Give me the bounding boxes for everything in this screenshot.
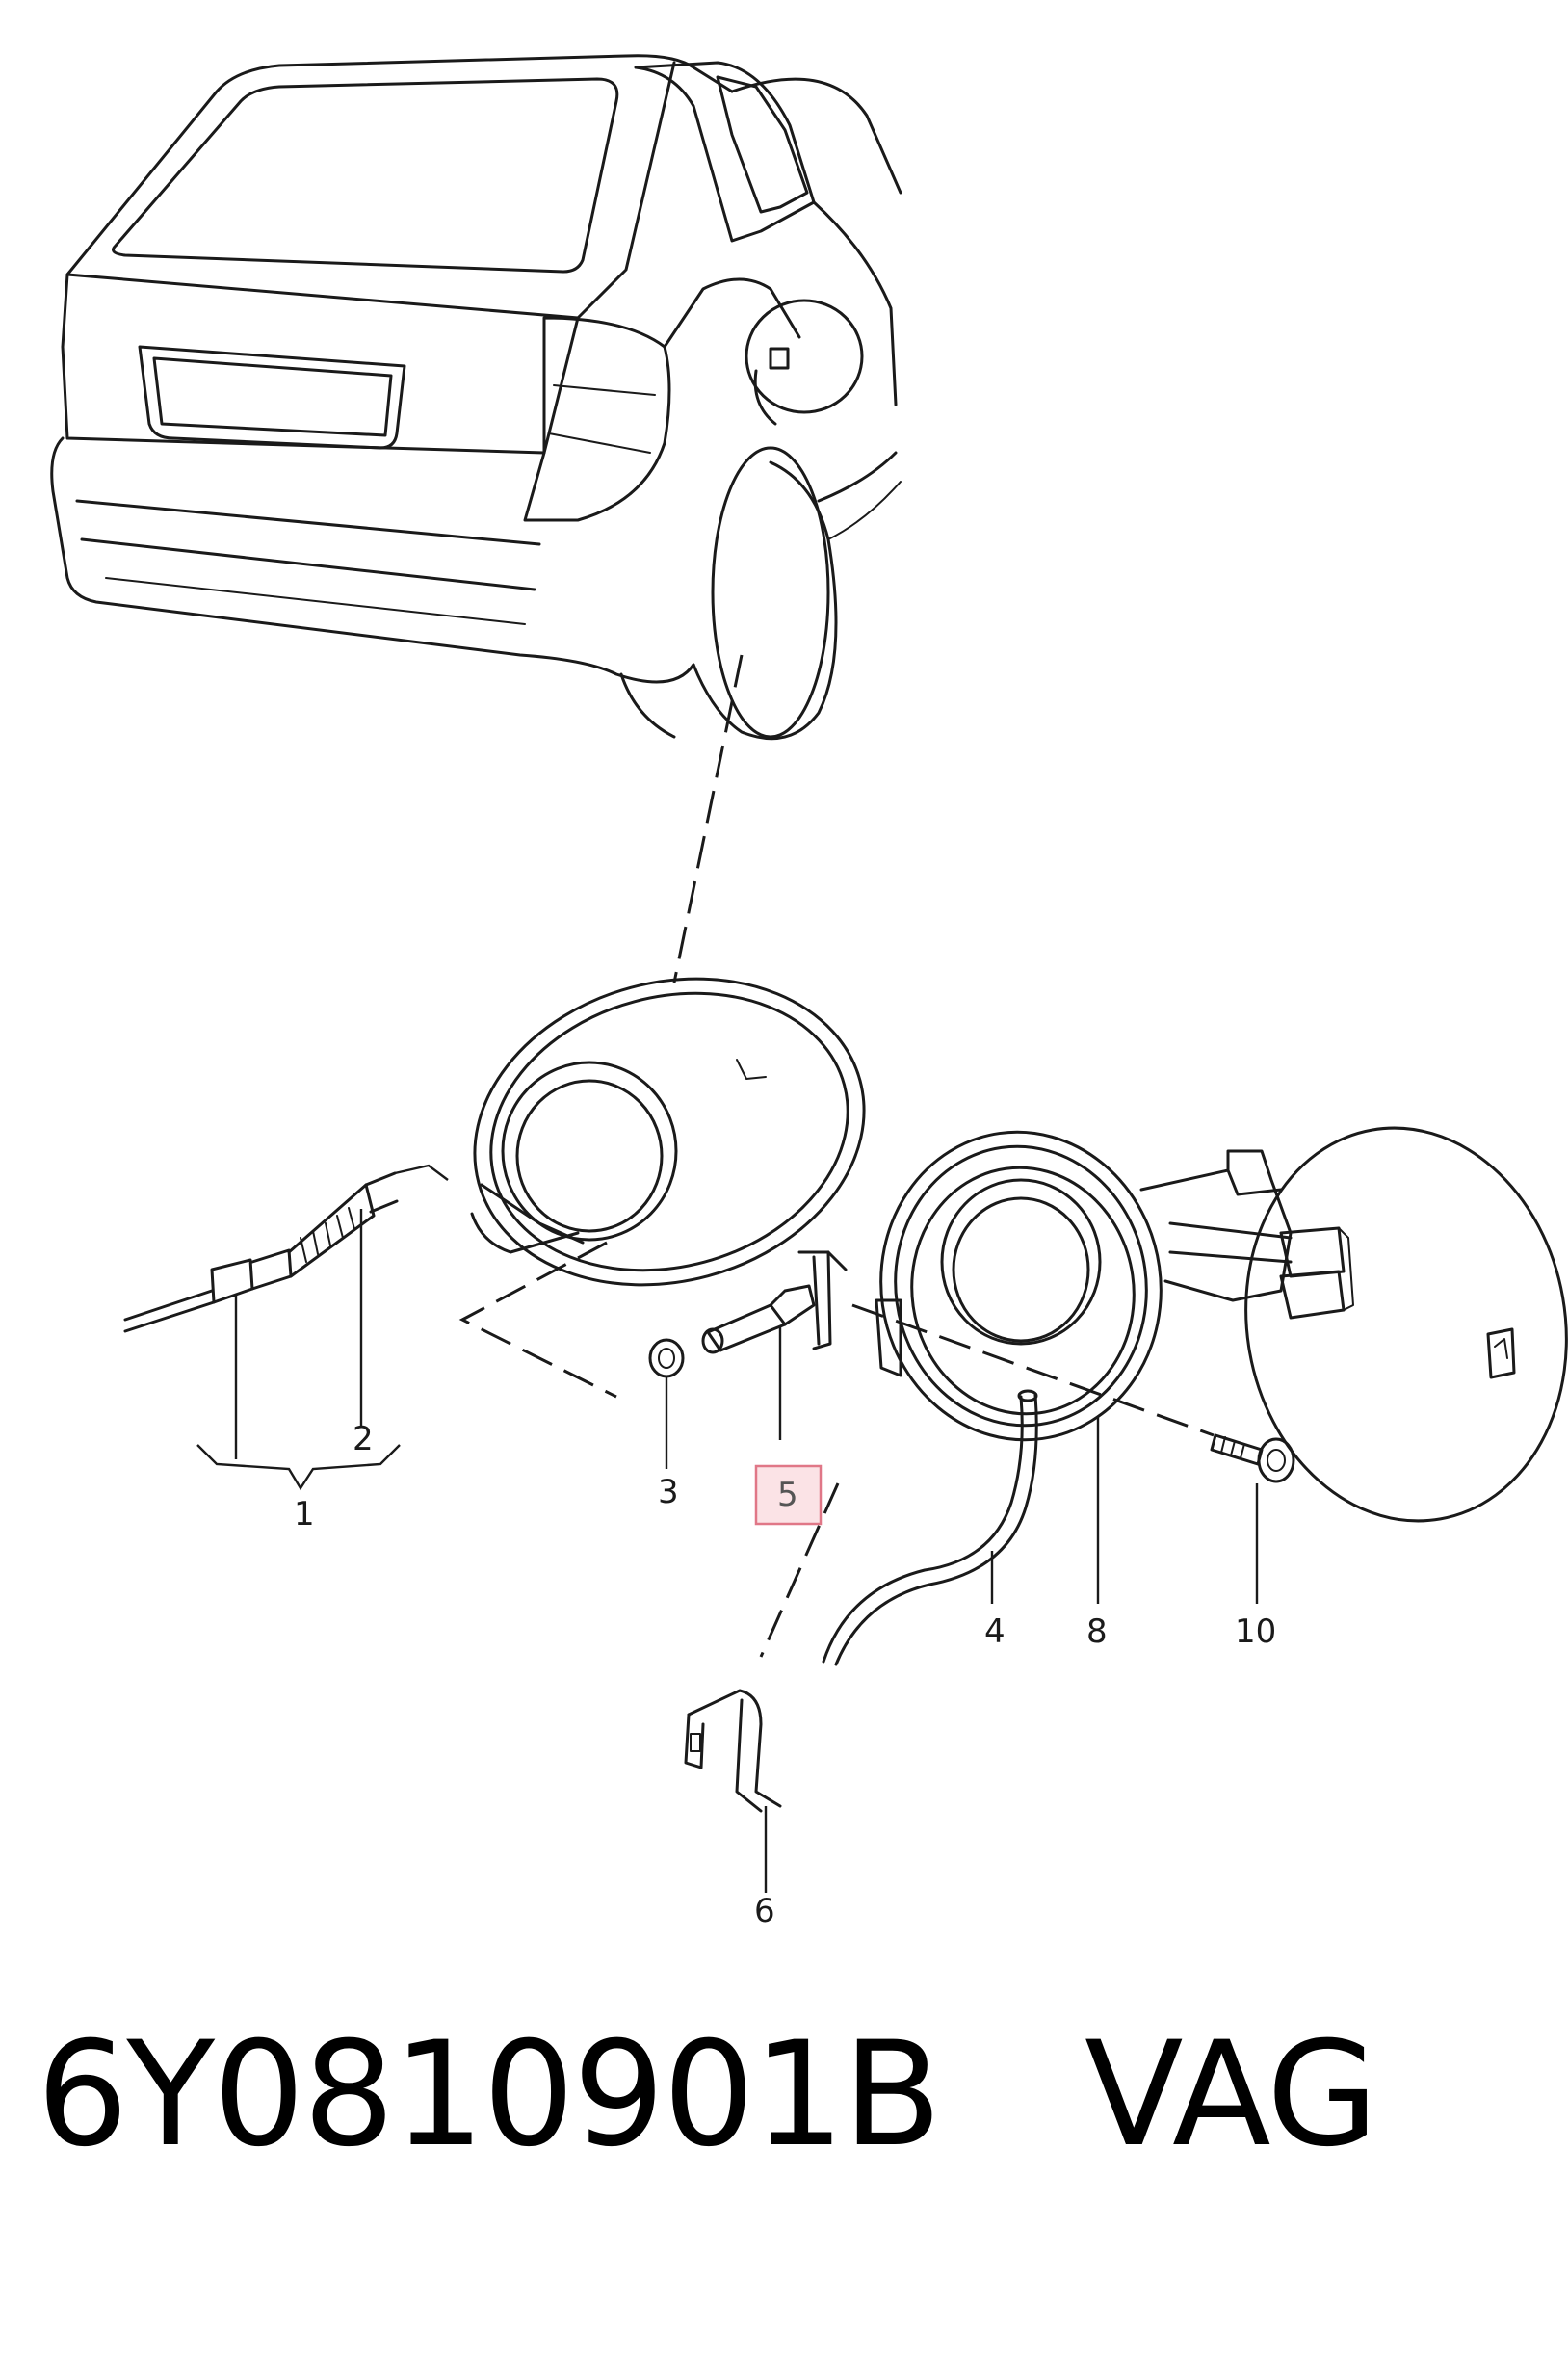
callout-5: 5 — [777, 1476, 798, 1514]
drain-hose-part-4 — [822, 1389, 1038, 1666]
locking-pin-part-5 — [701, 1250, 848, 1354]
filler-neck-housing-part-8 — [875, 1130, 1293, 1442]
callout-6: 6 — [754, 1892, 775, 1930]
grommet-part-3 — [648, 1338, 685, 1378]
car-rear-illustration — [50, 54, 902, 741]
callout-2: 2 — [353, 1420, 374, 1458]
brand-name: VAG — [1085, 2011, 1378, 2179]
callout-3: 3 — [658, 1473, 679, 1511]
callout-labels: 1 2 3 4 5 6 8 10 — [294, 1420, 1276, 1930]
callout-8: 8 — [1086, 1612, 1108, 1651]
clip-part-6 — [684, 1689, 782, 1813]
fuel-flap-cover — [1244, 1126, 1568, 1523]
callout-5-highlight — [754, 1464, 823, 1526]
part-number: 6Y0810901B — [37, 2011, 942, 2179]
release-cable — [123, 1164, 449, 1333]
leader-lines — [196, 1209, 1259, 1893]
part-caption: 6Y0810901B VAG — [37, 2011, 1378, 2179]
callout-10: 10 — [1235, 1612, 1276, 1651]
screw-part-10 — [1210, 1433, 1295, 1483]
filler-housing-ring — [470, 977, 866, 1287]
callout-1: 1 — [294, 1495, 315, 1533]
callout-4: 4 — [984, 1612, 1006, 1651]
